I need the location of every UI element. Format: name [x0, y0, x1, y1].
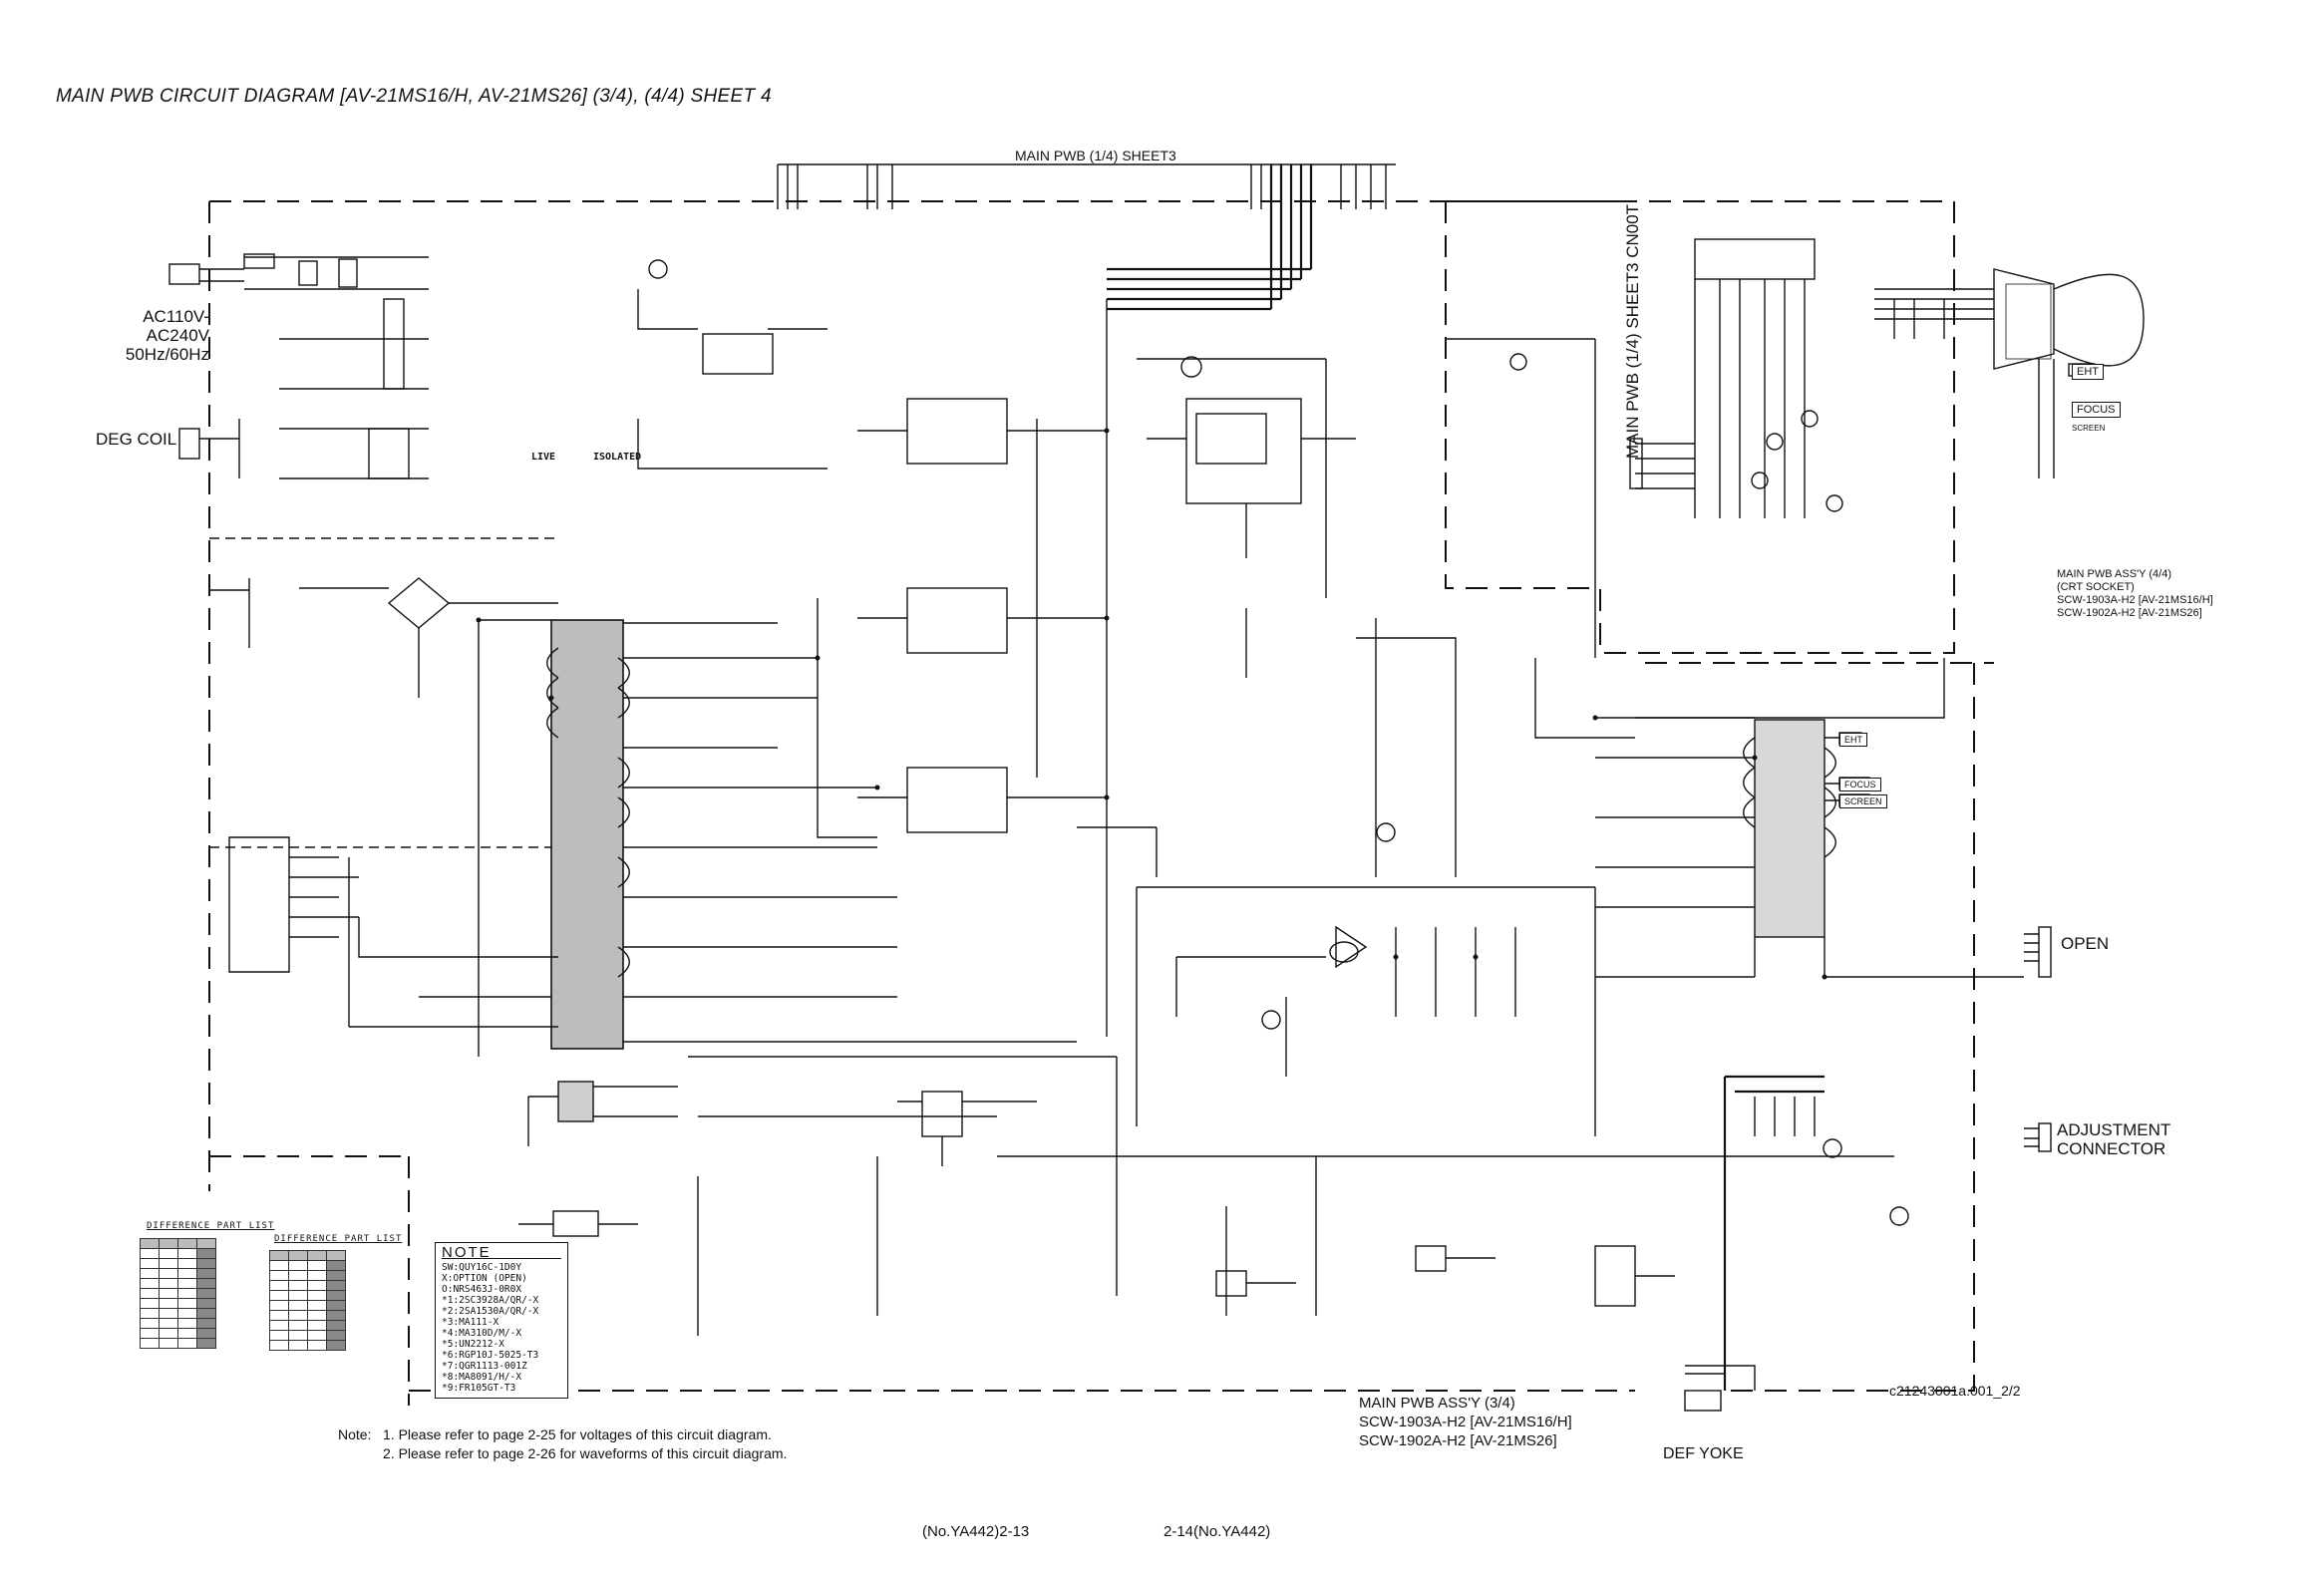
ac-voltage: AC110V-AC240V: [143, 307, 209, 345]
main-pwb-assy-label: MAIN PWB ASS'Y (3/4) SCW-1903A-H2 [AV-21…: [1359, 1394, 1572, 1450]
main-assy-line3: SCW-1902A-H2 [AV-21MS26]: [1359, 1432, 1557, 1449]
main-assy-line1: MAIN PWB ASS'Y (3/4): [1359, 1395, 1515, 1412]
sheet3-cn00t-label: MAIN PWB (1/4) SHEET3 CN00T: [1623, 203, 1642, 459]
note-line: X:OPTION (OPEN): [442, 1273, 527, 1284]
note-line: *3:MA111-X: [442, 1317, 499, 1328]
note-line: *7:QGR1113-001Z: [442, 1361, 527, 1372]
difference-part-list-right-title: DIFFERENCE PART LIST: [274, 1234, 403, 1244]
main-pwb-top-label: MAIN PWB (1/4) SHEET3: [1015, 148, 1176, 163]
note-line: SW:QUY16C-1D0Y: [442, 1262, 522, 1273]
page-title: MAIN PWB CIRCUIT DIAGRAM [AV-21MS16/H, A…: [56, 86, 772, 107]
screen-tag-fbt: SCREEN: [1839, 794, 1887, 808]
crt-socket-assy-label: MAIN PWB ASS'Y (4/4) (CRT SOCKET) SCW-19…: [2057, 568, 2213, 620]
note-line: *6:RGP10J-5025-T3: [442, 1350, 539, 1361]
note-1: 1. Please refer to page 2-25 for voltage…: [383, 1426, 772, 1442]
note-line: *9:FR105GT-T3: [442, 1383, 516, 1394]
note-2: 2. Please refer to page 2-26 for wavefor…: [383, 1445, 788, 1461]
difference-part-list-left-table: [140, 1238, 216, 1349]
notes-prefix: Note:: [338, 1426, 372, 1442]
note-line: *5:UN2212-X: [442, 1339, 504, 1350]
def-yoke-label: DEF YOKE: [1663, 1445, 1744, 1462]
note-line: *8:MA8091/H/-X: [442, 1372, 522, 1383]
footer-page-left: (No.YA442)2-13: [922, 1523, 1030, 1540]
note-box: NOTE SW:QUY16C-1D0Y X:OPTION (OPEN) O:NR…: [435, 1242, 568, 1399]
main-assy-line2: SCW-1903A-H2 [AV-21MS16/H]: [1359, 1414, 1572, 1430]
crt-assy-line3: SCW-1903A-H2 [AV-21MS16/H]: [2057, 594, 2213, 606]
drawing-code: c21243001a.001_2/2: [1889, 1383, 2021, 1399]
deg-coil-label: DEG COIL: [96, 430, 177, 449]
ac-input-label: AC110V-AC240V 50Hz/60Hz: [80, 307, 209, 364]
footer-page-right: 2-14(No.YA442): [1163, 1523, 1271, 1540]
crt-assy-line1: MAIN PWB ASS'Y (4/4): [2057, 568, 2171, 580]
note-line: O:NRS463J-0R0X: [442, 1284, 522, 1295]
eht-tag-fbt: EHT: [1839, 733, 1867, 747]
note-line: *1:2SC3928A/QR/-X: [442, 1295, 539, 1306]
isolated-label: ISOLATED: [593, 452, 642, 463]
difference-part-list-right-table: [269, 1250, 346, 1351]
adjustment-line1: ADJUSTMENT: [2057, 1120, 2171, 1139]
focus-tag-fbt: FOCUS: [1839, 778, 1881, 791]
crt-assy-line4: SCW-1902A-H2 [AV-21MS26]: [2057, 607, 2202, 619]
focus-tag-top: FOCUS: [2072, 402, 2121, 418]
adjustment-line2: CONNECTOR: [2057, 1139, 2166, 1158]
screen-tag-top: SCREEN: [2072, 424, 2106, 433]
live-label: LIVE: [531, 452, 556, 463]
notes-block: 1. Please refer to page 2-25 for voltage…: [383, 1425, 787, 1463]
adjustment-connector-label: ADJUSTMENT CONNECTOR: [2057, 1120, 2170, 1158]
ac-frequency: 50Hz/60Hz: [125, 345, 209, 364]
open-connector-label: OPEN: [2061, 934, 2110, 953]
crt-assy-line2: (CRT SOCKET): [2057, 581, 2135, 593]
difference-part-list-left-title: DIFFERENCE PART LIST: [147, 1221, 275, 1231]
note-heading: NOTE: [442, 1245, 561, 1260]
note-line: *2:2SA1530A/QR/-X: [442, 1306, 539, 1317]
eht-tag-top: EHT: [2072, 364, 2104, 380]
note-line: *4:MA310D/M/-X: [442, 1328, 522, 1339]
